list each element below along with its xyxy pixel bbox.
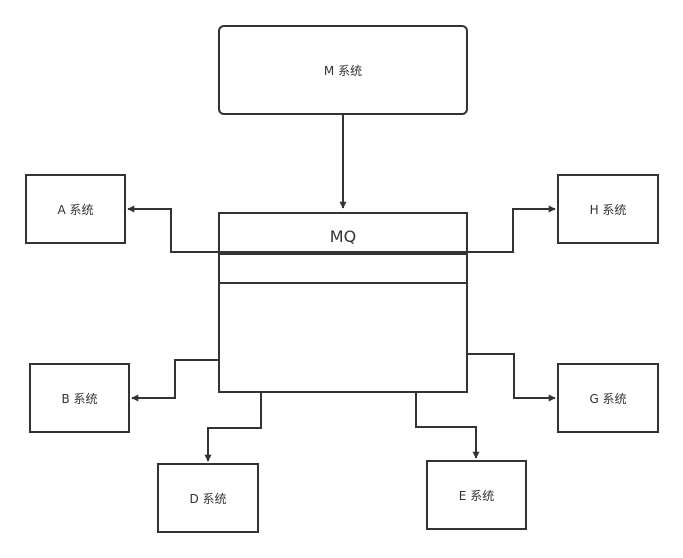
- node-g-system[interactable]: G 系统: [557, 363, 659, 433]
- node-d-label: D 系统: [189, 491, 227, 506]
- node-b-label: B 系统: [61, 391, 98, 406]
- arrow-mq-to-e: [415, 393, 480, 459]
- arrow-mq-to-b: [131, 359, 218, 402]
- node-e-system[interactable]: E 系统: [426, 460, 527, 530]
- node-a-system[interactable]: A 系统: [25, 174, 126, 244]
- node-g-label: G 系统: [589, 391, 627, 406]
- mq-divider-1: [220, 253, 466, 255]
- arrow-mq-to-h: [343, 205, 556, 253]
- arrow-mq-to-d: [204, 393, 262, 462]
- node-e-label: E 系统: [458, 488, 495, 503]
- mq-divider-2: [220, 282, 466, 284]
- node-m-system[interactable]: M 系统: [218, 25, 468, 115]
- node-m-label: M 系统: [323, 63, 363, 78]
- mq-box[interactable]: MQ: [218, 212, 468, 393]
- node-h-label: H 系统: [589, 202, 627, 217]
- mq-title: MQ: [329, 226, 357, 246]
- node-h-system[interactable]: H 系统: [557, 174, 659, 244]
- arrow-mq-to-g: [468, 353, 556, 402]
- node-a-label: A 系统: [57, 202, 94, 217]
- node-b-system[interactable]: B 系统: [29, 363, 130, 433]
- node-d-system[interactable]: D 系统: [157, 463, 259, 533]
- arrow-mq-to-a: [127, 205, 343, 253]
